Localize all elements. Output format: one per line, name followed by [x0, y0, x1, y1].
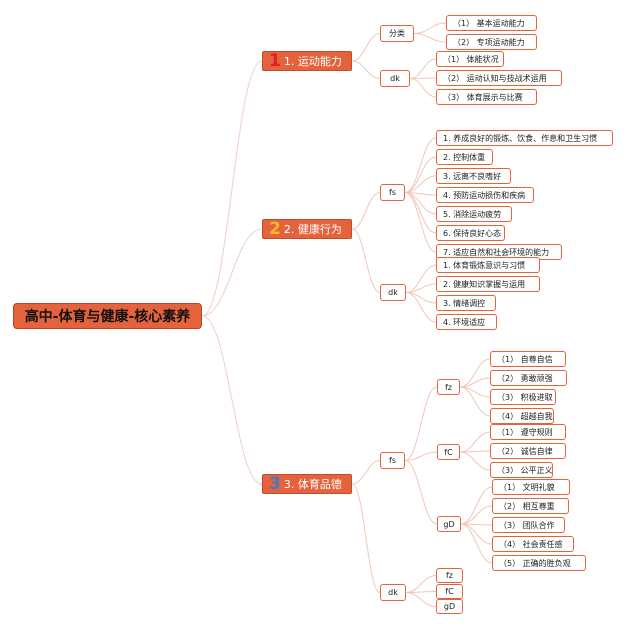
- category-node[interactable]: fs: [380, 184, 405, 201]
- leaf-item[interactable]: （2） 勇敢顽强: [490, 370, 567, 386]
- connector-line: [409, 78, 437, 98]
- category-node[interactable]: 分类: [380, 25, 414, 42]
- leaf-item[interactable]: 3. 情绪调控: [436, 295, 496, 311]
- branch-number-badge: 2: [269, 219, 281, 239]
- connector-line: [459, 431, 491, 453]
- connector-line: [409, 58, 437, 79]
- leaf-item[interactable]: （2） 运动认知与技战术运用: [436, 70, 562, 86]
- leaf-item[interactable]: 6. 保持良好心态: [436, 225, 505, 241]
- branch-label: 1. 运动能力: [283, 55, 342, 68]
- leaf-item[interactable]: （4） 超越自我: [490, 408, 554, 424]
- subcategory-node[interactable]: gD: [437, 516, 461, 532]
- connector-line: [404, 460, 438, 525]
- connector-line: [459, 451, 491, 471]
- category-node[interactable]: dk: [380, 584, 406, 601]
- leaf-item[interactable]: 5. 消除运动疲劳: [436, 206, 512, 222]
- leaf-item[interactable]: （1） 体能状况: [436, 51, 504, 67]
- leaf-item[interactable]: （1） 文明礼貌: [492, 479, 570, 495]
- leaf-item[interactable]: 3. 远离不良嗜好: [436, 168, 511, 184]
- connector-line: [351, 192, 381, 230]
- leaf-item[interactable]: 1. 体育锻炼意识与习惯: [436, 257, 540, 273]
- leaf-item[interactable]: 4. 预防运动损伤和疾病: [436, 187, 534, 203]
- category-node[interactable]: dk: [380, 70, 410, 87]
- connector-line: [405, 292, 437, 323]
- connector-line: [460, 505, 493, 525]
- connector-line: [413, 22, 447, 34]
- connector-line: [459, 386, 491, 417]
- leaf-item[interactable]: 2. 控制体重: [436, 149, 493, 165]
- leaf-item[interactable]: （3） 公平正义: [490, 462, 553, 478]
- leaf-item[interactable]: （3） 团队合作: [492, 517, 565, 533]
- connector-line: [201, 60, 263, 317]
- connector-line: [405, 264, 437, 293]
- leaf-item[interactable]: 2. 健康知识掌握与运用: [436, 276, 540, 292]
- root-topic[interactable]: 高中-体育与健康-核心素养: [13, 303, 202, 329]
- connector-line: [201, 228, 263, 317]
- connector-line: [404, 175, 437, 193]
- connector-line: [351, 33, 381, 62]
- connector-line: [351, 460, 381, 485]
- branch-label: 2. 健康行为: [283, 223, 342, 236]
- subcategory-node[interactable]: fC: [437, 444, 460, 460]
- connector-line: [351, 228, 381, 293]
- connector-line: [201, 315, 263, 485]
- category-node[interactable]: dk: [380, 284, 406, 301]
- leaf-item[interactable]: （3） 积极进取: [490, 389, 556, 405]
- connector-line: [409, 77, 437, 79]
- leaf-item[interactable]: （1） 遵守规则: [490, 424, 566, 440]
- leaf-item[interactable]: （2） 专项运动能力: [446, 34, 537, 50]
- branch-label: 3. 体育品德: [283, 478, 342, 491]
- connector-line: [404, 156, 437, 193]
- connector-line: [460, 523, 493, 564]
- connector-line: [404, 386, 438, 461]
- connector-line: [405, 575, 437, 593]
- leaf-item[interactable]: （3） 体育展示与比赛: [436, 89, 537, 105]
- connector-line: [459, 377, 491, 388]
- leaf-item[interactable]: （5） 正确的胜负观: [492, 555, 586, 571]
- connector-line: [460, 486, 493, 525]
- subcategory-node[interactable]: fz: [437, 379, 460, 395]
- connector-line: [459, 358, 491, 388]
- connector-line: [351, 60, 381, 79]
- branch-number-badge: 3: [269, 474, 281, 494]
- leaf-item[interactable]: （4） 社会责任感: [492, 536, 574, 552]
- leaf-item[interactable]: （1） 基本运动能力: [446, 15, 537, 31]
- connector-line: [405, 592, 437, 607]
- connector-line: [413, 33, 447, 43]
- connector-line: [460, 523, 493, 545]
- connector-line: [404, 192, 437, 215]
- connector-line: [404, 192, 437, 253]
- branch-number-badge: 1: [269, 51, 281, 71]
- leaf-item[interactable]: gD: [436, 599, 463, 614]
- leaf-item[interactable]: fz: [436, 568, 463, 583]
- leaf-item[interactable]: （2） 诚信自律: [490, 443, 566, 459]
- leaf-item[interactable]: （2） 相互尊重: [492, 498, 569, 514]
- leaf-item[interactable]: 4. 环境适应: [436, 314, 497, 330]
- connector-line: [351, 483, 381, 593]
- leaf-item[interactable]: 1. 养成良好的锻炼、饮食、作息和卫生习惯: [436, 130, 613, 146]
- leaf-item[interactable]: （1） 自尊自信: [490, 351, 566, 367]
- category-node[interactable]: fs: [380, 452, 405, 469]
- leaf-item[interactable]: fC: [436, 584, 463, 599]
- connector-line: [404, 451, 438, 461]
